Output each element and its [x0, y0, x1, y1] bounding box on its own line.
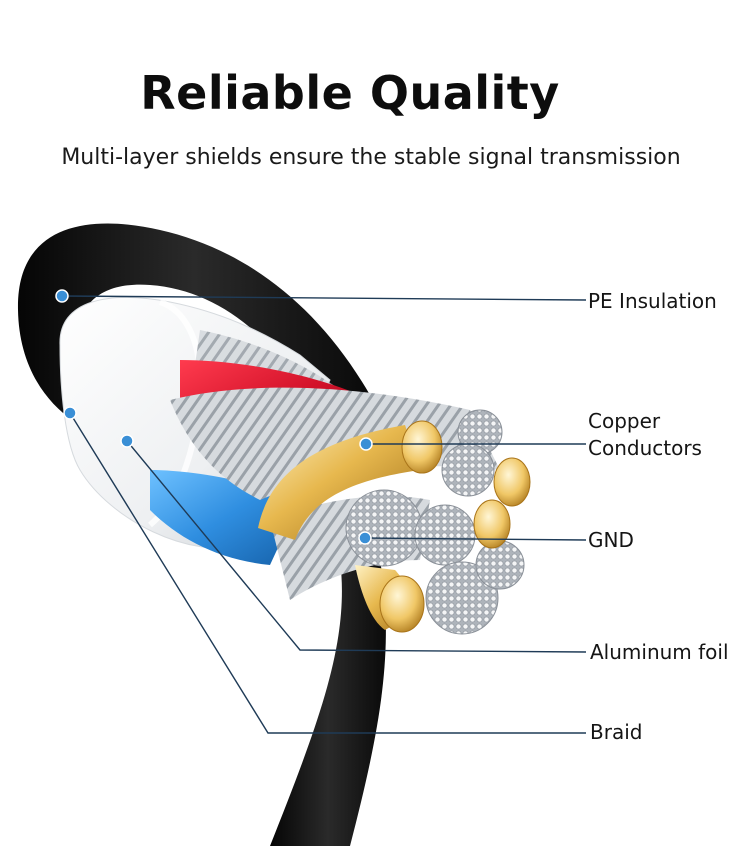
strand-ends	[345, 409, 525, 635]
marker-dot-foil	[120, 434, 134, 448]
twisted-strands	[170, 387, 500, 500]
marker-dot-copper	[359, 437, 373, 451]
leader-line-gnd	[364, 537, 587, 541]
marker-dot-pe	[55, 289, 69, 303]
headline: Reliable Quality	[140, 66, 560, 120]
cable-jacket	[17, 223, 371, 449]
subheadline: Multi-layer shields ensure the stable si…	[61, 145, 681, 170]
label-gnd: GND	[588, 528, 634, 552]
label-copper-line-1: Copper	[588, 409, 661, 433]
leader-lines	[61, 295, 587, 734]
leader-line-braid	[69, 412, 586, 734]
label-braid: Braid	[590, 720, 643, 744]
marker-dots	[55, 289, 373, 545]
leader-line-foil	[126, 440, 587, 653]
label-aluminum-foil: Aluminum foil	[590, 640, 729, 664]
marker-dot-gnd	[358, 531, 372, 545]
leader-line-pe	[61, 295, 587, 301]
label-copper-conductors: Copper Conductors	[588, 408, 702, 462]
label-pe-insulation: PE Insulation	[588, 289, 717, 313]
marker-dot-braid	[63, 406, 77, 420]
cable-tail	[270, 560, 386, 846]
label-copper-line-2: Conductors	[588, 436, 702, 460]
copper-conductors	[258, 420, 531, 633]
